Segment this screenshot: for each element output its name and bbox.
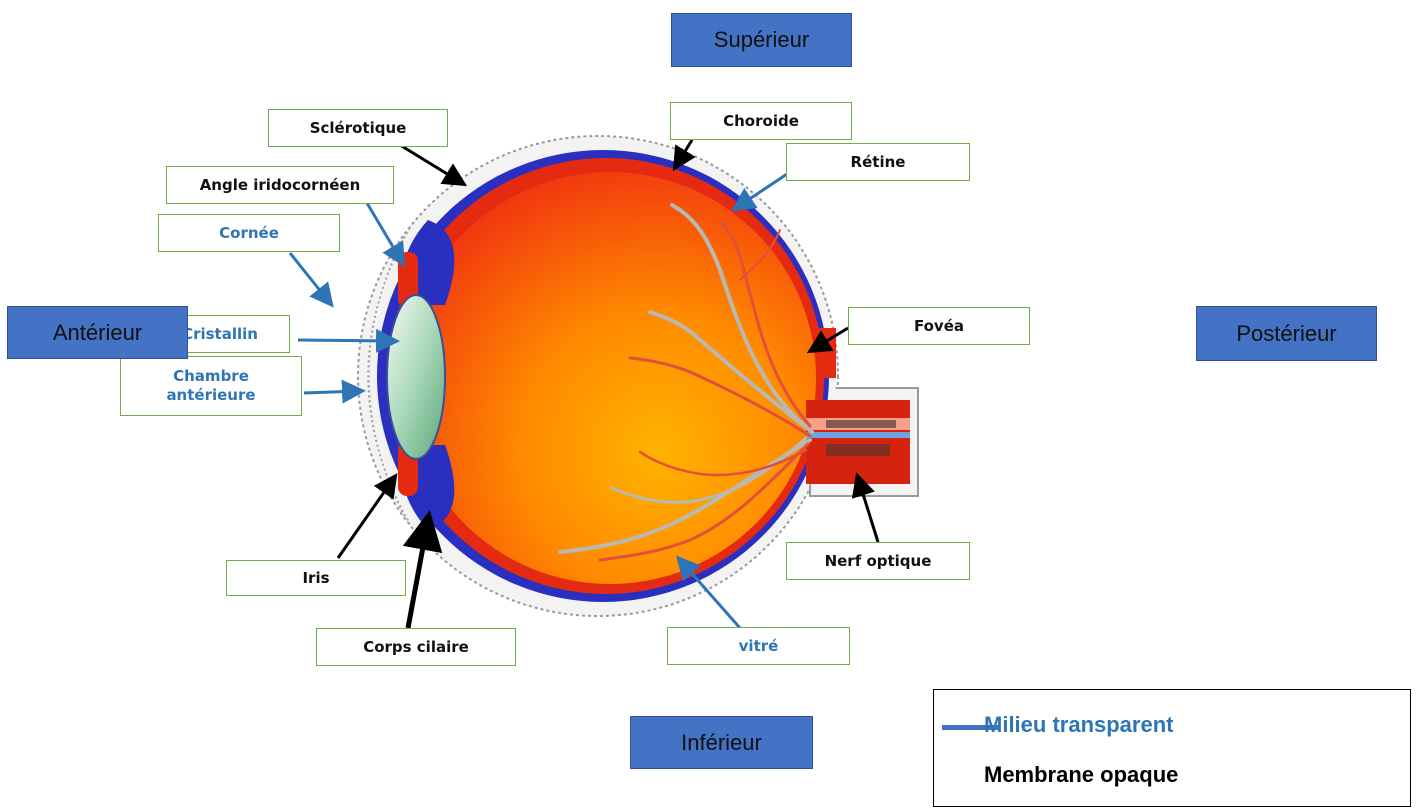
direction-inferior: Inférieur — [630, 716, 813, 769]
vitreous-body — [404, 172, 816, 584]
lens — [387, 295, 445, 459]
optic-nerve — [806, 400, 910, 484]
label-chambre-line2: antérieure — [166, 386, 255, 405]
label-chambre: Chambre antérieure — [120, 356, 302, 416]
label-sclerotique: Sclérotique — [268, 109, 448, 147]
label-vitre: vitré — [667, 627, 850, 665]
arrow-iris — [338, 478, 394, 558]
label-choroide: Choroide — [670, 102, 852, 140]
arrow-angle — [364, 198, 402, 262]
label-angle: Angle iridocornéen — [166, 166, 394, 204]
direction-superior: Supérieur — [671, 13, 852, 67]
arrow-cornee — [290, 253, 330, 303]
arrow-corps — [408, 520, 428, 628]
label-cornee: Cornée — [158, 214, 340, 252]
arrow-sclerotique — [400, 145, 462, 183]
legend-transparent: Milieu transparent — [984, 712, 1173, 738]
label-fovea: Fovéa — [848, 307, 1030, 345]
direction-posterior: Postérieur — [1196, 306, 1377, 361]
label-retine: Rétine — [786, 143, 970, 181]
arrow-cristallin — [298, 340, 394, 341]
direction-anterior: Antérieur — [7, 306, 188, 359]
label-chambre-line1: Chambre — [173, 367, 249, 386]
legend: Milieu transparent Membrane opaque — [933, 689, 1411, 807]
label-corps: Corps cilaire — [316, 628, 516, 666]
arrow-chambre — [304, 391, 360, 393]
label-nerf: Nerf optique — [786, 542, 970, 580]
legend-opaque: Membrane opaque — [984, 762, 1178, 788]
label-iris: Iris — [226, 560, 406, 596]
